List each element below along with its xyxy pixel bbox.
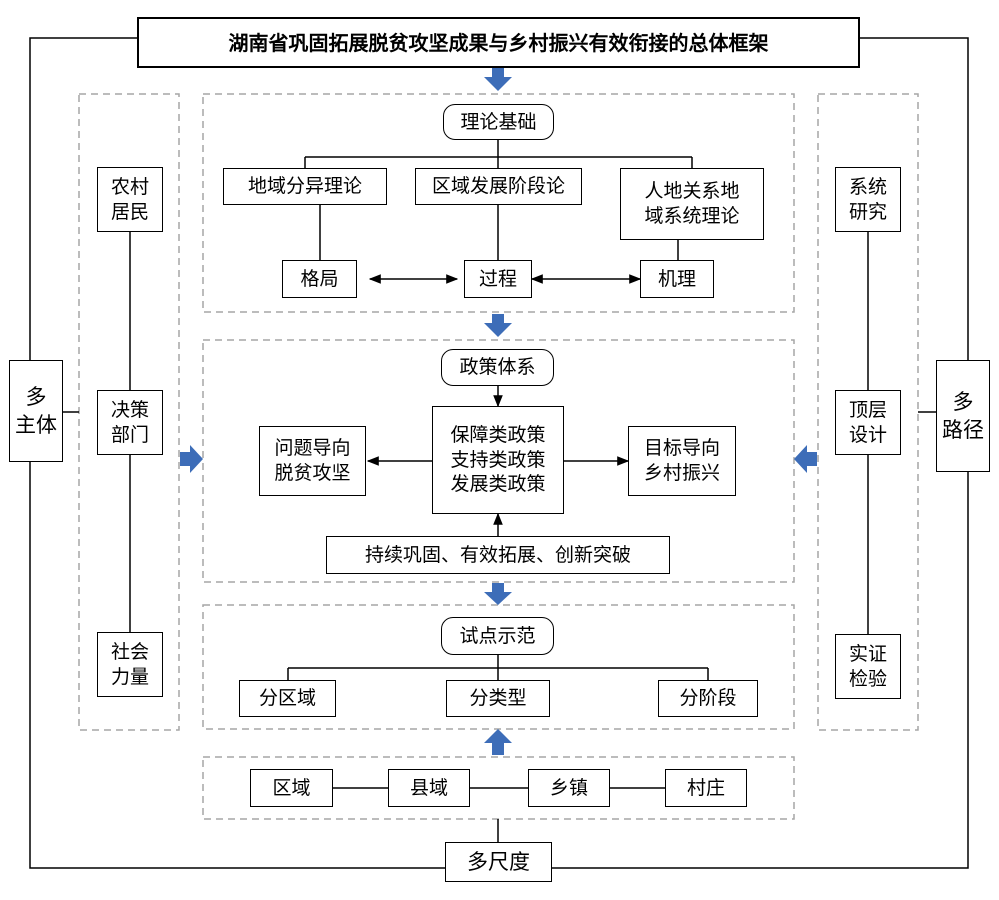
pilot-dashed-panel [202, 604, 795, 730]
concept-mechanism: 机理 [640, 260, 714, 298]
policy-goal-oriented: 目标导向 乡村振兴 [628, 426, 736, 496]
down-arrow-2 [484, 314, 512, 337]
concept-process: 过程 [464, 260, 532, 298]
right-dashed-panel [817, 93, 919, 731]
theory-dashed-panel [202, 93, 795, 313]
right-item-top-level-design: 顶层 设计 [835, 390, 901, 455]
right-axis-label: 多 路径 [936, 360, 990, 472]
right-arrow [180, 445, 203, 473]
connectors [63, 140, 936, 842]
pilot-by-region: 分区域 [239, 680, 336, 717]
pilot-by-stage: 分阶段 [658, 680, 758, 717]
policy-heading: 政策体系 [441, 349, 554, 386]
theory-regional-differentiation: 地域分异理论 [223, 168, 387, 205]
scale-region: 区域 [250, 769, 333, 807]
theory-heading: 理论基础 [443, 104, 554, 140]
right-item-empirical-test: 实证 检验 [835, 634, 901, 699]
scale-county: 县域 [388, 769, 470, 807]
down-arrow-1 [484, 68, 512, 91]
policy-types: 保障类政策 支持类政策 发展类政策 [432, 406, 564, 514]
left-item-decision-departments: 决策 部门 [97, 390, 163, 455]
left-item-rural-residents: 农村 居民 [97, 167, 163, 232]
policy-dashed-panel [202, 339, 795, 583]
framework-title: 湖南省巩固拓展脱贫攻坚成果与乡村振兴有效衔接的总体框架 [137, 17, 860, 68]
concept-pattern: 格局 [282, 260, 357, 298]
theory-development-stage: 区域发展阶段论 [415, 168, 582, 205]
pilot-by-type: 分类型 [446, 680, 550, 717]
down-arrow-3 [484, 583, 512, 605]
policy-principles: 持续巩固、有效拓展、创新突破 [326, 536, 670, 574]
left-arrow [794, 445, 817, 473]
left-item-social-forces: 社会 力量 [97, 632, 163, 697]
scale-township: 乡镇 [528, 769, 610, 807]
right-item-system-research: 系统 研究 [835, 167, 901, 232]
scale-village: 村庄 [665, 769, 747, 807]
bottom-axis-label: 多尺度 [445, 842, 552, 882]
left-axis-label: 多 主体 [9, 360, 63, 462]
outer-frame [29, 37, 969, 869]
up-arrow [484, 729, 512, 755]
theory-human-earth-relationship: 人地关系地 域系统理论 [620, 168, 764, 240]
policy-problem-oriented: 问题导向 脱贫攻坚 [259, 426, 366, 496]
pilot-heading: 试点示范 [441, 617, 554, 655]
flow-arrows [180, 68, 817, 755]
